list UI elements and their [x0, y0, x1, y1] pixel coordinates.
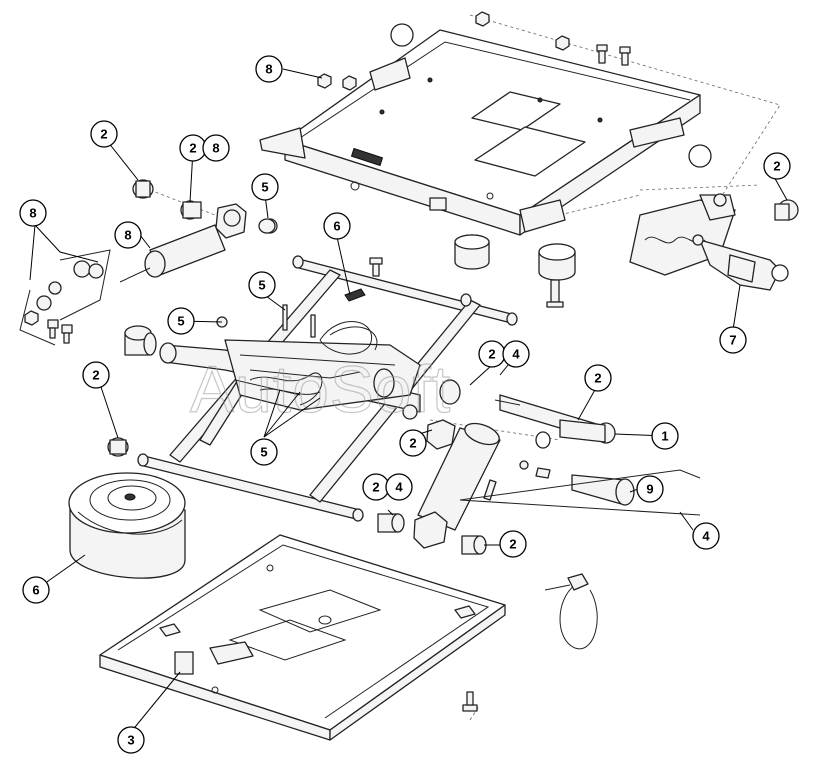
callout-2-left-bushing: 2	[90, 120, 118, 148]
callout-5-top: 5	[251, 173, 279, 201]
svg-text:2: 2	[488, 347, 495, 362]
svg-text:5: 5	[260, 445, 267, 460]
left-small-fittings	[19, 249, 111, 346]
svg-text:8: 8	[212, 141, 219, 156]
callout-2-lower: 2	[362, 473, 390, 501]
callout-5-bolt: 5	[248, 271, 276, 299]
callout-2-right: 2	[763, 152, 791, 180]
svg-text:9: 9	[646, 482, 653, 497]
callout-4-group: 4	[692, 522, 720, 550]
callout-8-fittings: 8	[19, 199, 47, 227]
bushings	[107, 199, 799, 555]
callout-2-shock-top: 2	[399, 429, 427, 457]
svg-text:1: 1	[661, 429, 668, 444]
scissor-frame	[137, 255, 601, 522]
svg-text:4: 4	[512, 347, 520, 362]
rubber-stops	[454, 234, 576, 308]
top-hardware	[317, 11, 712, 168]
callout-1: 1	[651, 422, 679, 450]
callout-8-shock: 8	[114, 221, 142, 249]
callout-8-top: 8	[255, 55, 283, 83]
svg-text:2: 2	[92, 368, 99, 383]
callout-2-bottom: 2	[499, 530, 527, 558]
cylindrical-cover	[68, 472, 186, 579]
cable-clamp	[544, 573, 598, 650]
callout-9: 9	[636, 475, 664, 503]
callout-2-mid: 2	[478, 340, 506, 368]
svg-text:2: 2	[594, 371, 601, 386]
callout-3: 3	[117, 726, 145, 754]
callout-5-wiring: 5	[250, 438, 278, 466]
svg-text:5: 5	[177, 314, 184, 329]
shock-absorber	[413, 419, 701, 549]
svg-text:2: 2	[773, 159, 780, 174]
svg-text:2: 2	[100, 127, 107, 142]
base-plate	[99, 534, 506, 741]
callout-4-lower: 4	[385, 473, 413, 501]
lever-spring-assembly	[629, 193, 789, 291]
svg-text:8: 8	[29, 206, 36, 221]
callout-2-damper: 2	[179, 134, 207, 162]
svg-text:7: 7	[729, 333, 736, 348]
callout-5-nut: 5	[167, 307, 195, 335]
svg-text:2: 2	[409, 436, 416, 451]
svg-text:6: 6	[32, 583, 39, 598]
svg-text:2: 2	[509, 537, 516, 552]
callout-2-rod-end: 2	[584, 364, 612, 392]
upper-slide-frame	[259, 29, 701, 236]
svg-text:2: 2	[189, 141, 196, 156]
callouts: 8 2 2 8 8 8 5 6 5 5 5 2 2 4 2 1	[19, 55, 791, 754]
svg-text:5: 5	[258, 278, 265, 293]
callout-6-clip: 6	[323, 212, 351, 240]
svg-text:8: 8	[265, 62, 272, 77]
callout-2-mid-left: 2	[82, 361, 110, 389]
callout-7: 7	[719, 326, 747, 354]
callout-6-cover: 6	[22, 576, 50, 604]
svg-text:4: 4	[702, 529, 710, 544]
leader-group-4	[679, 511, 694, 531]
callout-4-mid: 4	[502, 340, 530, 368]
svg-text:5: 5	[261, 180, 268, 195]
callout-8-damper: 8	[202, 134, 230, 162]
left-damper-assembly	[119, 179, 278, 283]
watermark-text: AutoSoft	[190, 352, 451, 426]
svg-text:4: 4	[395, 480, 403, 495]
svg-text:2: 2	[372, 480, 379, 495]
svg-text:8: 8	[124, 228, 131, 243]
svg-text:6: 6	[333, 219, 340, 234]
svg-text:3: 3	[127, 733, 134, 748]
